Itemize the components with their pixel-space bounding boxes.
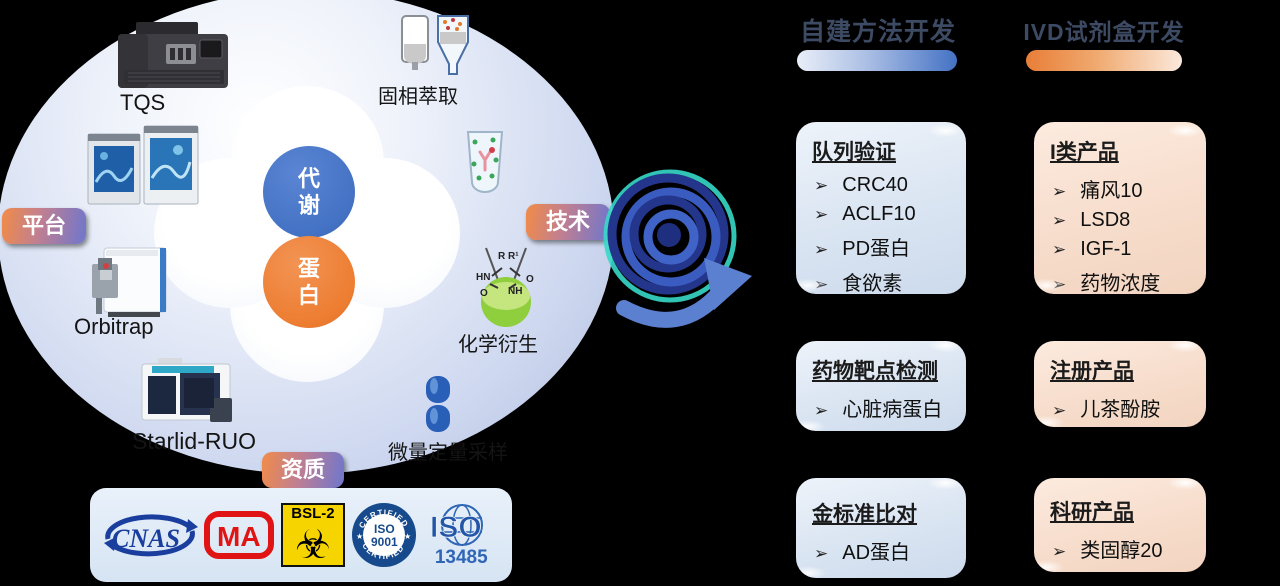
list-item-label: CRC40 [842,174,908,196]
cnas-logo: CNAS [103,514,198,557]
list-item: ➢ LSD8 [1052,209,1196,232]
metabolism-circle: 代谢 [263,146,355,238]
orbitrap-label: Orbitrap [74,314,154,339]
tqs-mass-spectrometer-image [118,22,228,88]
list-item: ➢ 药物浓度 [1052,267,1196,296]
svg-text:O: O [480,288,488,299]
platform-tag: 平台 [2,208,86,244]
iso13485-num-text: 13485 [434,547,488,568]
panel-title: 队列验证 [812,141,896,164]
panel-cohort-validation: 队列验证 ➢ CRC40 ➢ ACLF10 ➢ PD蛋白 ➢ 食欲素 [796,122,966,296]
list-item: ➢ 儿茶酚胺 [1052,393,1196,422]
panel-title: 金标准比对 [812,503,917,526]
starlid-label: Starlid-RUO [132,428,256,454]
qualification-tag: 资质 [262,452,344,488]
list-item-label: 心脏病蛋白 [842,399,943,421]
list-item-label: 类固醇20 [1080,540,1163,562]
ivd-title-gradient-bar [1026,50,1182,71]
micro-sampling-capsule-icon [426,376,450,432]
arrow-bullet-icon: ➢ [814,205,829,224]
panel-title: I类产品 [1050,141,1119,164]
svg-text:NH: NH [508,286,522,297]
orbitrap-mass-spectrometer-image [92,247,167,317]
iso13485-globe-icon: ISO [430,504,484,546]
derivatization-label: 化学衍生 [458,334,538,356]
arrow-bullet-icon: ➢ [1052,275,1067,294]
ma-text: MA [217,521,261,552]
seal-star-left: ★ [356,532,363,541]
panel-class1-products: I类产品 ➢ 痛风10 ➢ LSD8 ➢ IGF-1 ➢ 药物浓度 [1034,122,1206,296]
seal-star-right: ★ [404,532,411,541]
list-item-label: LSD8 [1080,209,1131,231]
panel-drug-target-detection: 药物靶点检测 ➢ 心脏病蛋白 [796,341,966,431]
ivd-column-title: IVD试剂盒开发 [1023,19,1185,45]
ldt-title-gradient-bar [797,50,957,71]
list-item-label: AD蛋白 [842,542,911,564]
panel-title: 药物靶点检测 [812,360,938,383]
list-item: ➢ AD蛋白 [814,536,956,565]
starlid-instrument-image [141,358,232,422]
list-item: ➢ PD蛋白 [814,232,956,261]
arrow-bullet-icon: ➢ [814,401,829,420]
antibody-tube-icon [466,131,504,193]
protein-label: 蛋白 [297,256,320,308]
arrow-bullet-icon: ➢ [1052,182,1067,201]
list-item-label: 痛风10 [1080,180,1143,202]
ldt-column-title: 自建方法开发 [799,18,956,46]
bsl2-text: BSL-2 [291,505,335,522]
arrow-bullet-icon: ➢ [1052,401,1067,420]
iso13485-logo: ISO 13485 [422,503,500,567]
technology-tag: 技术 [526,204,610,240]
iso9001-iso-text: ISO [374,522,395,536]
arrow-bullet-icon: ➢ [814,176,829,195]
arrow-bullet-icon: ➢ [1052,211,1067,230]
panel-title: 注册产品 [1050,360,1134,383]
spe-label: 固相萃取 [378,86,458,108]
list-item-label: 药物浓度 [1080,273,1161,295]
list-item: ➢ CRC40 [814,174,956,197]
spe-cartridge-icon [401,15,469,75]
panel-research-products: 科研产品 ➢ 类固醇20 [1034,478,1206,572]
iso9001-seal-logo: CERTIFIED CERTIFIED ★ ★ ISO 9001 [351,503,416,567]
panel-gold-standard-comparison: 金标准比对 ➢ AD蛋白 [796,478,966,578]
list-item: ➢ IGF-1 [1052,238,1196,261]
arrow-bullet-icon: ➢ [814,240,829,259]
svg-text:R R¹: R R¹ [498,251,519,262]
biohazard-icon: ☣ [295,523,331,567]
certification-strip: CNAS MA BSL-2 ☣ CERTIFIED CERTIFIED ★ ★ [90,488,512,582]
arrow-bullet-icon: ➢ [814,544,829,563]
arrow-bullet-icon: ➢ [1052,542,1067,561]
list-item-label: ACLF10 [842,203,916,225]
lc-system-image [87,125,199,205]
list-item: ➢ 类固醇20 [1052,534,1196,563]
list-item: ➢ ACLF10 [814,203,956,226]
cnas-text: CNAS [112,524,180,553]
ma-logo: MA [204,511,275,559]
funnel-spiral-arrow-graphic [603,169,752,328]
list-item-label: PD蛋白 [842,238,911,260]
svg-text:HN: HN [476,272,490,283]
list-item: ➢ 食欲素 [814,267,956,296]
metabolism-label: 代谢 [297,166,320,218]
list-item-label: 儿茶酚胺 [1080,399,1161,421]
panel-title: 科研产品 [1050,501,1134,524]
list-item: ➢ 痛风10 [1052,174,1196,203]
iso13485-iso-text: ISO [430,511,482,544]
list-item-label: IGF-1 [1080,238,1132,260]
protein-circle: 蛋白 [263,236,355,328]
svg-text:O: O [526,274,534,285]
derivatization-flask-icon: R R¹ HN NH O O [476,247,534,327]
bsl2-logo: BSL-2 ☣ [280,503,345,567]
list-item: ➢ 心脏病蛋白 [814,393,956,422]
arrow-bullet-icon: ➢ [814,275,829,294]
micro-sampling-label: 微量定量采样 [388,442,508,464]
arrow-bullet-icon: ➢ [1052,240,1067,259]
list-item-label: 食欲素 [842,273,903,295]
iso9001-num-text: 9001 [371,535,398,549]
panel-registered-products: 注册产品 ➢ 儿茶酚胺 [1034,341,1206,427]
tqs-label: TQS [120,90,166,115]
